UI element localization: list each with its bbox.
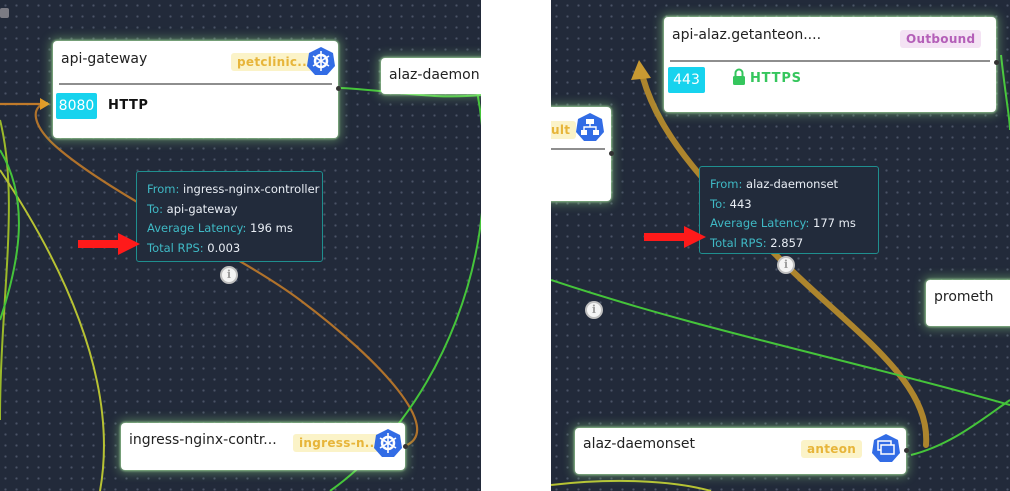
node-handle[interactable]: [403, 444, 408, 449]
node-api-gateway[interactable]: api-gateway petclinic... 8080 HTTP: [53, 41, 341, 138]
direction-badge: Outbound: [900, 30, 982, 48]
tooltip-rps-label: Total RPS:: [710, 235, 771, 250]
namespace-badge: anteon: [801, 440, 863, 458]
right-canvas[interactable]: api-alaz.getanteon.... Outbound 443 HTTP…: [551, 0, 1010, 491]
edge-green-long: [551, 279, 1010, 406]
red-arrow-icon: [78, 233, 140, 255]
edge-arrowhead: [631, 60, 651, 80]
lock-icon: [733, 68, 745, 85]
namespace-badge: ingress-n...: [293, 434, 386, 452]
kubernetes-deployment-icon: [576, 113, 604, 141]
node-handle[interactable]: [994, 60, 999, 65]
node-vault-partial[interactable]: ult: [551, 107, 614, 201]
kubernetes-service-icon: [374, 429, 402, 457]
node-title: prometh: [934, 289, 994, 305]
namespace-badge: petclinic...: [231, 53, 318, 71]
info-icon[interactable]: i: [585, 301, 603, 319]
edge-green-right: [339, 87, 481, 98]
edge-green-top: [1000, 54, 1010, 131]
tooltip-latency-value: 196 ms: [250, 221, 293, 235]
namespace-badge: ult: [551, 121, 577, 139]
node-prometheus-partial[interactable]: prometh: [926, 280, 1010, 326]
tooltip-from-value: alaz-daemonset: [746, 177, 839, 191]
tooltip-to-value: api-gateway: [166, 201, 238, 216]
tooltip-latency-row: Average Latency: 196 ms: [147, 219, 312, 239]
node-divider: [551, 148, 605, 150]
protocol-label: HTTPS: [750, 71, 802, 86]
node-alaz-daemon-partial[interactable]: alaz-daemon: [381, 58, 481, 94]
node-title: alaz-daemonset: [583, 436, 695, 452]
node-ingress-nginx-controller[interactable]: ingress-nginx-contr... ingress-n...: [121, 423, 408, 470]
info-icon[interactable]: i: [220, 266, 238, 284]
tooltip-rps-value: 2.857: [770, 235, 804, 250]
tooltip-from-label: From:: [147, 182, 184, 196]
tooltip-rps-row: Total RPS: 0.003: [147, 239, 312, 259]
port-chip: 443: [668, 67, 705, 93]
tooltip-latency-label: Average Latency:: [710, 216, 814, 230]
tooltip-from-row: From: alaz-daemonset: [710, 175, 868, 195]
edge-arrowhead: [40, 98, 50, 110]
node-title: ingress-nginx-contr...: [129, 432, 277, 448]
node-divider: [59, 83, 332, 85]
tooltip-rps-value: 0.003: [207, 240, 241, 255]
node-api-alaz[interactable]: api-alaz.getanteon.... Outbound 443 HTTP…: [664, 17, 999, 112]
node-title: api-gateway: [61, 51, 148, 67]
tooltip-latency-value: 177 ms: [813, 216, 856, 230]
edge-green-left: [0, 149, 20, 321]
node-handle[interactable]: [904, 448, 909, 453]
partial-node-corner: [0, 8, 9, 18]
kubernetes-service-icon: [307, 47, 335, 75]
red-arrow-icon: [644, 226, 706, 248]
node-handle[interactable]: [336, 86, 341, 91]
tooltip-rps-label: Total RPS:: [147, 240, 208, 255]
node-title: alaz-daemon: [389, 67, 480, 83]
tooltip-to-value: 443: [729, 196, 752, 211]
tooltip-from-value: ingress-nginx-controller: [183, 182, 320, 196]
tooltip-to-label: To:: [710, 196, 730, 211]
tooltip-from-label: From:: [710, 177, 747, 191]
tooltip-to-label: To:: [147, 201, 167, 216]
edge-green-low: [910, 399, 1010, 456]
tooltip-to-row: To: api-gateway: [147, 200, 312, 220]
node-title: api-alaz.getanteon....: [672, 27, 822, 43]
tooltip-to-row: To: 443: [710, 195, 868, 215]
left-canvas[interactable]: api-gateway petclinic... 8080 HTTP alaz-…: [0, 0, 481, 491]
node-alaz-daemonset[interactable]: alaz-daemonset anteon: [575, 428, 909, 474]
port-chip: 8080: [56, 93, 97, 119]
node-divider: [670, 60, 990, 62]
edge-yellowgreen-long: [0, 169, 105, 491]
tooltip-latency-label: Average Latency:: [147, 221, 251, 235]
edge-tooltip: From: ingress-nginx-controller To: api-g…: [136, 171, 323, 262]
info-icon[interactable]: i: [777, 256, 795, 274]
tooltip-from-row: From: ingress-nginx-controller: [147, 180, 319, 200]
edge-tooltip: From: alaz-daemonset To: 443 Average Lat…: [699, 166, 879, 254]
protocol-label: HTTP: [108, 98, 149, 113]
edge-yellowgreen-bottom: [551, 479, 712, 491]
kubernetes-daemonset-icon: [872, 434, 900, 462]
node-handle[interactable]: [609, 151, 614, 156]
tooltip-rps-row: Total RPS: 2.857: [710, 234, 868, 254]
tooltip-latency-row: Average Latency: 177 ms: [710, 214, 868, 234]
edge-yellowgreen-left: [0, 119, 10, 421]
